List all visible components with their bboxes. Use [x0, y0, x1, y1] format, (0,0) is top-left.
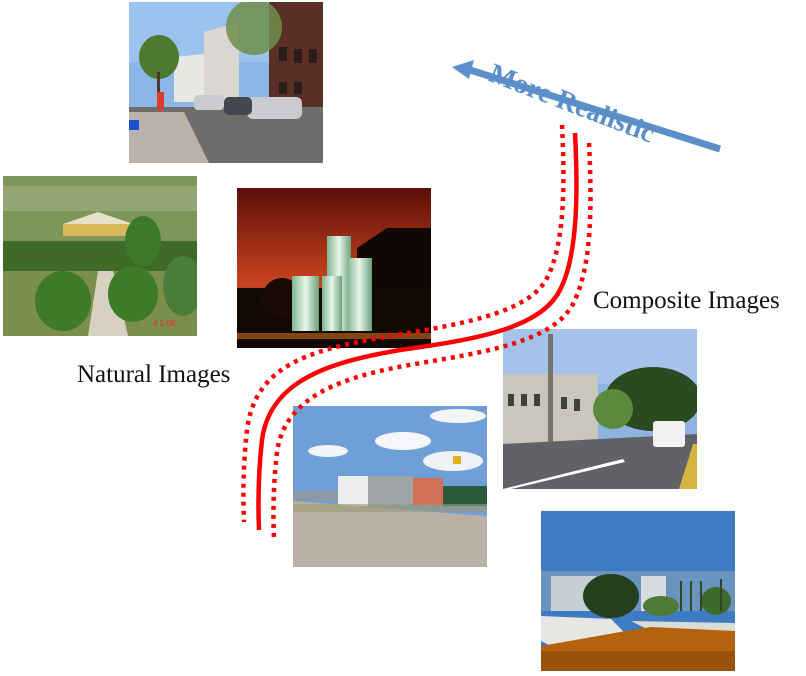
photo-street-brick-houses	[129, 2, 323, 163]
more-realistic-label: More Realistic	[484, 58, 659, 150]
photo-night-lit-towers	[237, 188, 431, 348]
composite-images-label: Composite Images	[593, 287, 780, 314]
natural-images-label: Natural Images	[77, 361, 231, 388]
svg-text:4 1 08: 4 1 08	[153, 319, 176, 328]
photo-street-neoclassical-building	[503, 329, 697, 489]
photo-road-palm-trees	[541, 511, 735, 671]
photo-industrial-buildings	[293, 406, 487, 567]
photo-garden-gazebo: 4 1 08	[3, 176, 197, 336]
